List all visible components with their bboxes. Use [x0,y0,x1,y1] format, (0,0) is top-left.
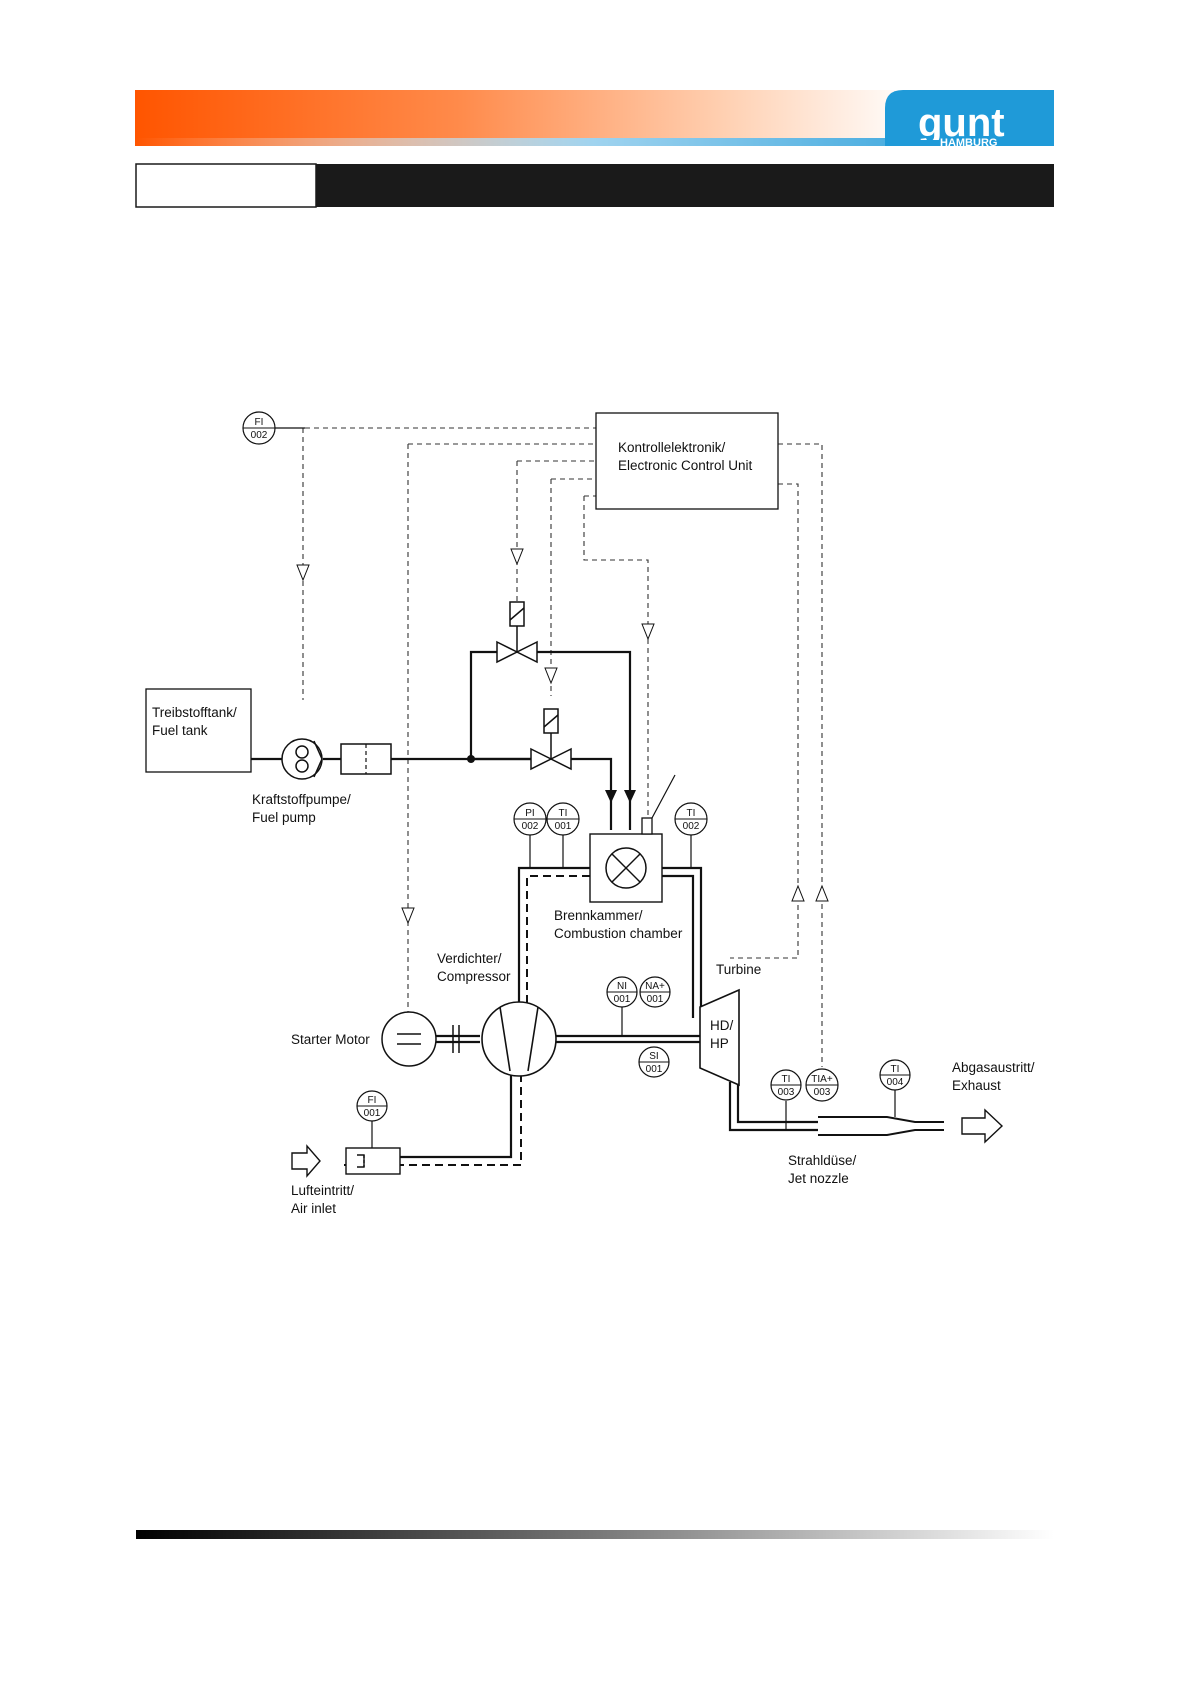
svg-text:NI: NI [617,981,627,992]
pump-label-2: Fuel pump [252,810,316,825]
instrument-ni001: NI 001 [606,976,638,1008]
svg-text:HAMBURG: HAMBURG [940,137,997,149]
instrument-pi002: PI 002 [513,802,547,836]
jet-nozzle [818,1116,944,1136]
svg-text:003: 003 [814,1087,831,1098]
svg-text:Treibstofftank/: Treibstofftank/ [152,705,237,720]
ecu-box: Kontrollelektronik/ Electronic Control U… [595,412,779,510]
svg-text:TI: TI [559,808,568,819]
chamber-label-1: Brennkammer/ [554,908,643,923]
svg-text:TI: TI [891,1064,900,1075]
svg-text:TIA+: TIA+ [811,1074,833,1085]
pump-label-1: Kraftstoffpumpe/ [252,792,351,807]
svg-text:001: 001 [614,994,631,1005]
compressor-label-1: Verdichter/ [437,951,502,966]
instrument-fi001: FI 001 [356,1090,388,1122]
svg-text:HD/: HD/ [710,1018,733,1033]
svg-text:001: 001 [646,1064,663,1075]
dashed-inner-duct [340,875,590,1166]
exhaust-label-2: Exhaust [952,1078,1001,1093]
gunt-logo: gunt HAMBURG [918,101,1026,149]
starter-label: Starter Motor [291,1032,370,1047]
svg-text:001: 001 [555,821,572,832]
fuel-junction [467,755,475,763]
nozzle-label-1: Strahldüse/ [788,1153,857,1168]
upper-solenoid-valve [496,601,538,664]
air-inlet-arrow [291,1144,321,1178]
compressor-label-2: Compressor [437,969,511,984]
svg-text:004: 004 [887,1077,904,1088]
signal-lines [302,427,823,1067]
svg-text:TI: TI [687,808,696,819]
instrument-ti001: TI 001 [546,802,580,836]
igniter [641,774,676,835]
footer-bar [136,1530,1054,1539]
inlet-label-1: Lufteintritt/ [291,1183,354,1198]
header-band [135,90,1054,146]
instrument-na001: NA+ 001 [639,976,671,1008]
svg-text:FI: FI [255,417,264,428]
svg-text:Kontrollelektronik/: Kontrollelektronik/ [618,440,726,455]
combustion-chamber [589,833,663,903]
svg-text:Electronic Control Unit: Electronic Control Unit [618,458,753,473]
svg-text:FI: FI [368,1095,377,1106]
starter-motor [381,1011,437,1067]
turbine: HD/ HP [699,988,740,1087]
svg-text:Fuel tank: Fuel tank [152,723,208,738]
signal-arrowheads [296,548,829,925]
instrument-leaders [275,427,896,1148]
instrument-ti004: TI 004 [879,1059,911,1091]
title-bar [135,163,1054,208]
chamber-label-2: Combustion chamber [554,926,683,941]
compressor [481,1001,557,1077]
svg-text:002: 002 [522,821,539,832]
fuel-tank: Treibstofftank/ Fuel tank [145,688,252,773]
air-flow-meter [345,1147,401,1175]
svg-text:002: 002 [251,430,268,441]
shaft-coupling [452,1025,460,1053]
turbine-label: Turbine [716,962,761,977]
instrument-si001: SI 001 [638,1046,670,1078]
exhaust-label-1: Abgasaustritt/ [952,1060,1035,1075]
instrument-tia003: TIA+ 003 [805,1068,839,1102]
svg-text:003: 003 [778,1087,795,1098]
svg-text:NA+: NA+ [645,981,665,992]
lower-solenoid-valve [530,708,572,771]
nozzle-label-2: Jet nozzle [788,1171,849,1186]
svg-text:001: 001 [647,994,664,1005]
svg-text:HP: HP [710,1036,729,1051]
instrument-fi002: FI 002 [242,411,276,445]
svg-text:001: 001 [364,1108,381,1119]
svg-text:gunt: gunt [918,101,1005,145]
inlet-label-2: Air inlet [291,1201,336,1216]
fuel-flow-arrowheads [605,790,636,803]
fuel-filter [340,743,392,775]
exhaust-arrow [961,1108,1004,1144]
svg-text:SI: SI [649,1051,658,1062]
air-gas-ducts [400,866,818,1159]
svg-text:PI: PI [525,808,534,819]
instrument-ti003: TI 003 [770,1069,802,1101]
fuel-lines [251,650,632,830]
svg-text:TI: TI [782,1074,791,1085]
instrument-ti002: TI 002 [674,802,708,836]
fuel-pump [281,738,323,780]
svg-text:002: 002 [683,821,700,832]
